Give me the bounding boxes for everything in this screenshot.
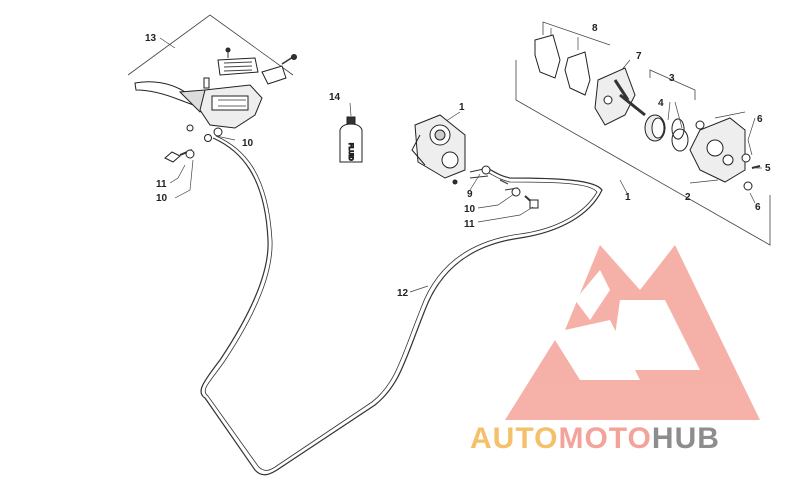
callout-6-top: 6 [757, 114, 763, 125]
callout-14: 14 [329, 92, 341, 103]
callout-5: 5 [765, 163, 771, 174]
callout-6-bottom: 6 [755, 202, 761, 213]
callout-13: 13 [145, 33, 157, 44]
callout-7: 7 [636, 51, 642, 62]
callout-8: 8 [592, 23, 598, 34]
fluid-label: FLUID [347, 143, 353, 161]
brake-line [200, 135, 603, 476]
callout-10-left: 10 [242, 138, 254, 149]
watermark-logo [505, 245, 760, 420]
caliper-exploded-view [515, 21, 771, 246]
callout-12: 12 [397, 288, 409, 299]
master-cylinder-assembly [127, 14, 297, 199]
callout-11-left: 11 [156, 179, 167, 190]
callout-11-right: 11 [464, 219, 475, 230]
caliper-bracket [594, 67, 636, 126]
watermark-text: AUTOMOTOHUB [470, 422, 720, 455]
callout-10-right: 10 [464, 204, 476, 215]
brake-caliper [411, 111, 539, 223]
watermark-auto: AUTO [470, 422, 558, 455]
callout-labels: 1 1 2 3 4 5 6 6 7 8 9 10 10 10 11 11 12 … [145, 23, 771, 299]
piston-seal [671, 128, 689, 152]
brake-fluid-bottle: FLUID [339, 102, 363, 163]
callout-4: 4 [658, 98, 664, 109]
brake-pad-right [564, 51, 591, 96]
callout-10-left-lower: 10 [156, 193, 168, 204]
brake-pad-left [534, 34, 561, 79]
watermark-hub: HUB [652, 422, 720, 455]
callout-3: 3 [669, 73, 675, 84]
callout-9: 9 [467, 189, 473, 200]
callout-1-caliper: 1 [459, 102, 465, 113]
callout-2: 2 [685, 192, 691, 203]
watermark-moto: MOTO [558, 422, 651, 455]
callout-1-assembly: 1 [625, 192, 631, 203]
